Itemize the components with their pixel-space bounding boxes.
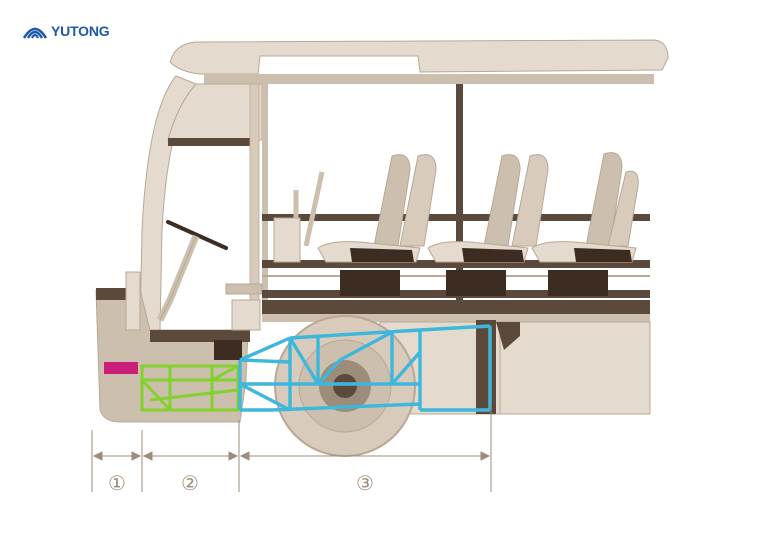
middle-module-blue [238, 324, 492, 412]
dimension-arrow-icon [131, 451, 142, 461]
zone-labels: ① ② ③ [108, 471, 374, 495]
front-module-magenta [104, 362, 138, 374]
dimension-arrow-icon [480, 451, 491, 461]
dimension-lines [91, 404, 492, 492]
seat-row-2 [427, 154, 549, 296]
dimension-arrow-icon [92, 451, 103, 461]
zone-label-1: ① [108, 471, 126, 495]
yutong-logo-icon [22, 27, 48, 39]
zone-label-3: ③ [356, 471, 374, 495]
brand-name: YUTONG [51, 23, 110, 39]
passenger-seats [317, 152, 639, 296]
dimension-arrow-icon [239, 451, 250, 461]
dimension-arrow-icon [142, 451, 153, 461]
brand-logo: YUTONG [22, 20, 110, 42]
zone-label-2: ② [181, 471, 199, 495]
seat-row-3 [531, 152, 639, 296]
seat-row-1 [317, 154, 437, 296]
front-module-green [140, 364, 240, 412]
dimension-arrow-icon [228, 451, 239, 461]
